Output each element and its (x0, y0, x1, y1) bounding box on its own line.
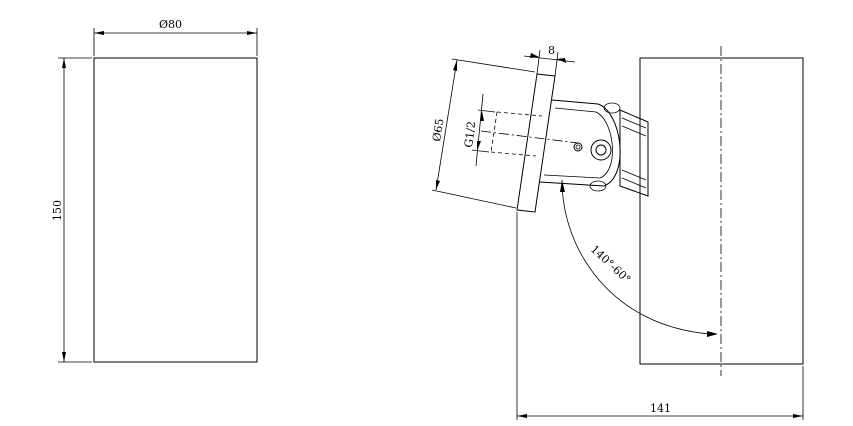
angle-dimension: 140°-60° (560, 179, 718, 337)
mounting-bracket (619, 109, 649, 197)
thread-label: G1/2 (462, 120, 478, 148)
side-view-housing (639, 57, 804, 365)
projection-dimension: 141 (516, 212, 804, 420)
side-view: 8 Ø65 G1/2 140°-60° (430, 44, 804, 420)
front-width-dimension: Ø80 (93, 18, 258, 56)
flange-diameter-dimension: Ø65 (430, 58, 536, 209)
angle-label: 140°-60° (588, 243, 633, 286)
front-height-dimension: 150 (51, 57, 92, 363)
front-view: Ø80 150 (51, 18, 258, 363)
set-screw (573, 142, 583, 152)
flange-diameter-label: Ø65 (430, 118, 446, 143)
front-height-label: 150 (51, 200, 64, 221)
front-view-body (93, 57, 258, 363)
flange-thickness-dimension: 8 (523, 44, 576, 77)
pipe-stub (480, 111, 579, 157)
projection-label: 141 (650, 402, 671, 415)
pivot-screw (590, 139, 612, 161)
flange-thickness-label: 8 (548, 44, 555, 57)
thread-dimension: G1/2 (462, 93, 496, 167)
swivel-arm (539, 99, 621, 192)
front-width-label: Ø80 (159, 18, 182, 31)
mounting-flange (516, 73, 556, 213)
